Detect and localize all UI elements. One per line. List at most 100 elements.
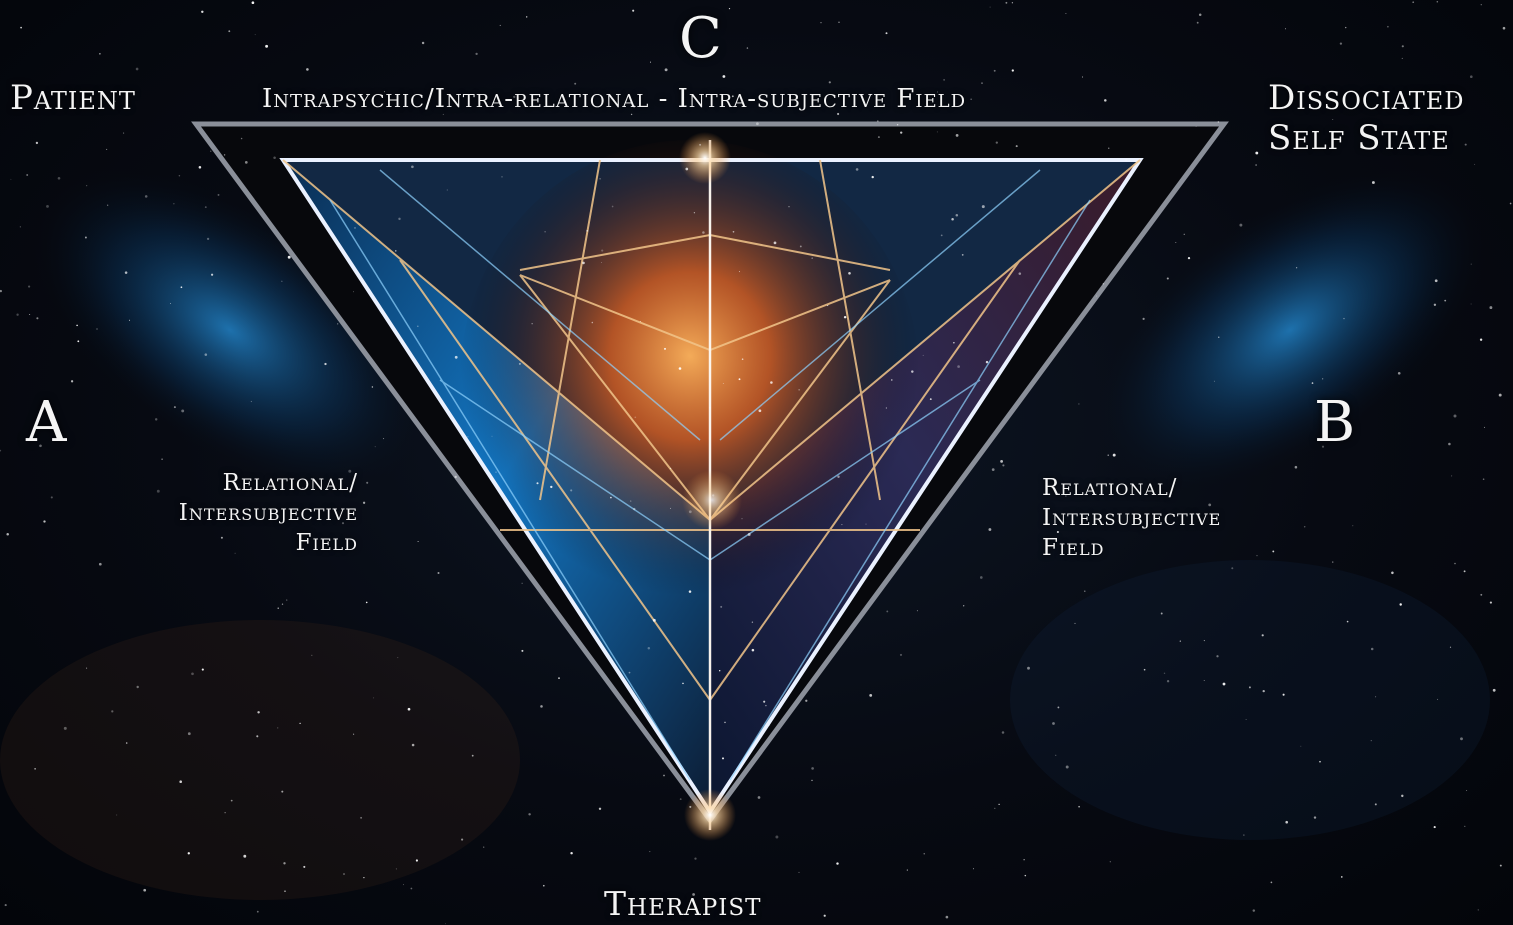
- vertex-a-label: A: [26, 390, 67, 455]
- star: [0, 289, 2, 293]
- star: [582, 261, 585, 265]
- star: [1502, 26, 1506, 30]
- patient-label: Patient: [10, 78, 136, 118]
- right-field-line-3: Field: [1042, 535, 1105, 561]
- star: [1011, 69, 1014, 72]
- star: [953, 342, 955, 344]
- star: [865, 523, 867, 525]
- star: [649, 851, 651, 853]
- star: [1109, 861, 1111, 863]
- star: [283, 862, 286, 865]
- star: [699, 143, 702, 146]
- star: [1203, 640, 1205, 642]
- star: [871, 175, 874, 179]
- star: [1371, 181, 1375, 184]
- star: [869, 694, 873, 697]
- star: [20, 26, 22, 29]
- star: [499, 24, 501, 26]
- star: [632, 9, 635, 12]
- star: [154, 418, 158, 421]
- star: [354, 227, 356, 229]
- star: [46, 205, 49, 208]
- star: [86, 185, 88, 187]
- star: [574, 82, 577, 85]
- star: [179, 780, 182, 783]
- star: [633, 507, 636, 511]
- star: [1469, 75, 1473, 79]
- star: [1011, 2, 1014, 4]
- star: [751, 648, 755, 652]
- star: [265, 44, 269, 48]
- star: [979, 576, 983, 579]
- star: [63, 726, 67, 730]
- star: [678, 367, 682, 370]
- star: [531, 323, 533, 325]
- star: [1166, 680, 1170, 683]
- star: [114, 100, 116, 102]
- star: [1272, 550, 1275, 553]
- star: [1311, 382, 1314, 384]
- star: [156, 489, 160, 493]
- star: [689, 805, 692, 808]
- star: [1196, 21, 1199, 24]
- star: [1285, 820, 1288, 824]
- star: [773, 241, 777, 245]
- star: [1454, 562, 1456, 565]
- star: [1024, 874, 1027, 877]
- star: [343, 873, 345, 875]
- star: [337, 323, 339, 325]
- star: [1489, 601, 1492, 604]
- star: [1108, 147, 1110, 149]
- star: [471, 754, 474, 757]
- star: [417, 540, 419, 543]
- star: [398, 217, 401, 221]
- star: [1002, 464, 1005, 467]
- star: [991, 468, 995, 471]
- star: [955, 134, 959, 137]
- star: [788, 206, 790, 208]
- star: [0, 449, 2, 452]
- right-field-line-1: Relational/: [1042, 475, 1178, 501]
- star: [1104, 99, 1107, 102]
- star: [1466, 790, 1468, 791]
- star: [136, 685, 139, 689]
- star: [1143, 668, 1146, 671]
- star: [1125, 158, 1128, 161]
- star: [770, 381, 773, 384]
- star: [877, 136, 880, 139]
- star: [1319, 760, 1321, 763]
- star: [724, 721, 726, 724]
- star: [467, 436, 469, 438]
- star: [26, 174, 29, 176]
- star: [985, 360, 989, 364]
- star: [630, 113, 633, 116]
- star: [201, 668, 204, 671]
- star: [324, 362, 327, 366]
- star: [611, 205, 614, 208]
- star: [838, 21, 840, 24]
- star: [1027, 666, 1030, 670]
- star: [491, 435, 493, 437]
- star: [1322, 378, 1324, 380]
- star: [923, 853, 925, 855]
- star: [1245, 718, 1247, 720]
- star: [896, 124, 899, 126]
- right-intersubjective-field-label: Relational/ Intersubjective Field: [1042, 473, 1272, 563]
- star: [251, 1, 255, 5]
- star: [180, 286, 183, 289]
- star: [6, 532, 9, 536]
- star: [1509, 202, 1512, 205]
- star: [1262, 689, 1265, 693]
- star: [886, 610, 889, 613]
- star: [721, 904, 725, 908]
- star: [353, 733, 355, 735]
- star: [1285, 28, 1287, 30]
- star: [820, 22, 822, 24]
- star: [1479, 338, 1483, 341]
- star: [483, 846, 485, 848]
- star: [1198, 13, 1202, 16]
- star: [1252, 909, 1256, 912]
- star: [544, 231, 546, 233]
- star: [628, 671, 631, 674]
- star: [1345, 429, 1347, 432]
